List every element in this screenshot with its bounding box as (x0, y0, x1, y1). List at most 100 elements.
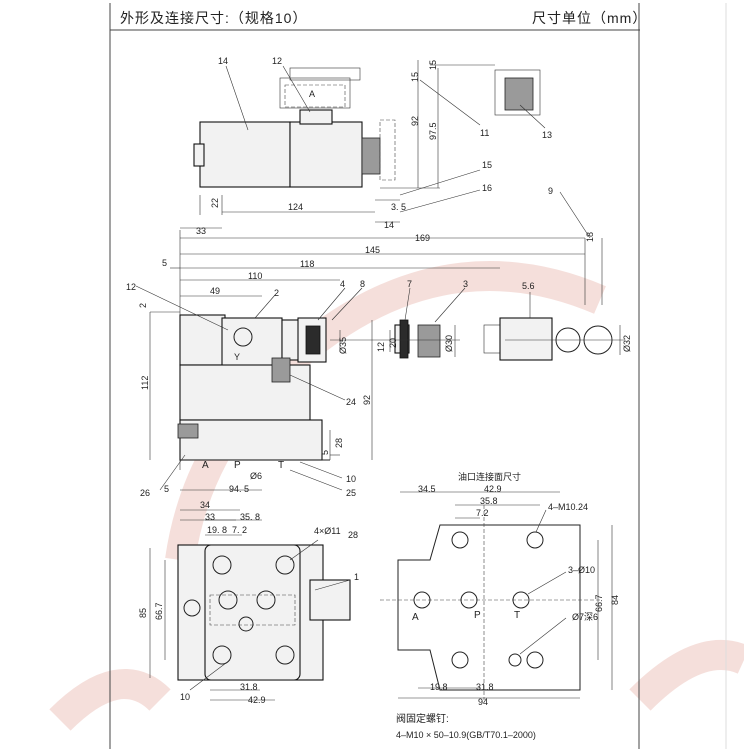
port-label-t-front: T (278, 460, 284, 471)
dim-7-2-bottom: 7. 2 (232, 525, 247, 535)
dim-3-5: 3. 5 (391, 202, 406, 212)
interface-pin-hole (508, 653, 522, 667)
leader-2 (254, 294, 276, 319)
port-label-a-front: A (202, 460, 209, 471)
callout-7: 7 (407, 279, 412, 289)
callout-15: 15 (482, 160, 492, 170)
interface-outline (397, 524, 581, 691)
dim-145: 145 (365, 245, 380, 255)
leader-4 (317, 287, 346, 321)
interface-screw-4 (526, 651, 544, 669)
dim-112: 112 (140, 376, 150, 390)
dim-7-6: Ø7深6 (572, 612, 598, 622)
front-base-block (179, 419, 323, 461)
dim-124: 124 (288, 202, 303, 212)
leader-10-front (299, 461, 343, 479)
dim-m10: 4–M10.24 (548, 502, 588, 512)
callout-12-front: 12 (126, 282, 136, 292)
dim-3-10: 3–Ø10 (568, 565, 595, 575)
dim-35-8-if: 35.8 (480, 496, 498, 506)
dim-92-top: 92 (410, 116, 420, 126)
leader-15 (399, 169, 481, 196)
front-main-body (179, 364, 311, 421)
interface-screw-3 (451, 651, 469, 669)
dim-31-8-bottom: 31.8 (240, 682, 258, 692)
front-part-7-flange (399, 319, 409, 359)
interface-title: 油口连接面尺寸 (458, 471, 521, 482)
dim-42-9-bottom: 42.9 (248, 695, 266, 705)
callout-4: 4 (340, 279, 345, 289)
top-view-hidden-lines (284, 84, 346, 108)
leader-3-10 (527, 571, 567, 595)
dim-22: 22 (210, 198, 220, 208)
bolt-hole-1 (212, 555, 232, 575)
interface-port-t-hole (512, 591, 530, 609)
front-part-3-nut (417, 324, 441, 358)
dim-42-9-if: 42.9 (484, 484, 502, 494)
dim-5-front: 5 (162, 258, 167, 268)
callout-25: 25 (346, 488, 356, 498)
leader-28 (289, 539, 319, 561)
front-plug-24 (271, 357, 291, 383)
port-label-y-front: Y (234, 352, 240, 362)
dim-35-8-bottom: 35. 8 (240, 512, 260, 522)
bottom-port-a (183, 599, 201, 617)
front-view: 9 12 2 4 8 7 3 5.6 24 26 25 10 33 169 18… (126, 186, 632, 498)
callout-8: 8 (360, 279, 365, 289)
leader-13 (519, 104, 546, 129)
dim-12-front: 12 (376, 342, 386, 352)
dim-30: Ø30 (444, 335, 454, 352)
dim-66-7-if: 66.7 (594, 594, 604, 612)
dim-84: 84 (610, 595, 620, 605)
top-view-coil-nut (361, 137, 381, 175)
dim-19-8-if: 19.8 (430, 682, 448, 692)
callout-11: 11 (480, 128, 489, 138)
dim-66-7-bottom: 66.7 (154, 602, 164, 620)
top-view-plug (193, 143, 205, 167)
callout-13: 13 (542, 130, 552, 140)
bottom-port-t (256, 590, 276, 610)
leader-10-bottom (189, 659, 231, 691)
callout-1: 1 (354, 572, 359, 582)
top-view-connector (299, 109, 333, 125)
dim-5b: 5 (320, 450, 330, 455)
callout-12-top: 12 (272, 56, 282, 66)
leader-25 (289, 469, 343, 491)
interface-screw-1 (451, 531, 469, 549)
callout-28: 28 (348, 530, 358, 540)
front-left-cap (179, 314, 226, 366)
dim-31-8-if: 31.8 (476, 682, 494, 692)
dim-2-front: 2 (138, 303, 148, 308)
dim-14: 14 (384, 220, 394, 230)
front-orifice (233, 327, 253, 347)
bottom-port-y (238, 616, 254, 632)
dim-19-8-bottom: 19. 8 (207, 525, 227, 535)
interface-port-a-hole (413, 591, 431, 609)
dim-35: Ø35 (338, 337, 348, 354)
dim-33-bottom: 33 (205, 512, 215, 522)
leader-12 (282, 65, 311, 113)
leader-1 (314, 579, 351, 591)
leader-7-6 (519, 617, 567, 655)
dim-20: 20 (388, 338, 398, 348)
dim-7-2-if: 7.2 (476, 508, 489, 518)
callout-14: 14 (218, 56, 228, 66)
dim-34: 34 (200, 500, 210, 510)
leader-12-front (135, 285, 229, 331)
unit-label: 尺寸单位（mm） (532, 10, 648, 26)
top-view-valve-body (199, 121, 291, 188)
dim-94: 94 (478, 697, 488, 707)
side-plug-body (504, 77, 534, 111)
dim-94-5: 94. 5 (229, 484, 249, 494)
dim-92-front: 92 (362, 395, 372, 405)
callout-3: 3 (463, 279, 468, 289)
callout-16: 16 (482, 183, 492, 193)
dim-15a: 15 (410, 72, 420, 82)
bolt-hole-3 (212, 645, 232, 665)
callout-9: 9 (548, 186, 553, 196)
leader-7 (404, 287, 411, 321)
leader-16 (399, 189, 481, 213)
interface-port-p-hole (460, 591, 478, 609)
callout-2: 2 (274, 288, 279, 298)
